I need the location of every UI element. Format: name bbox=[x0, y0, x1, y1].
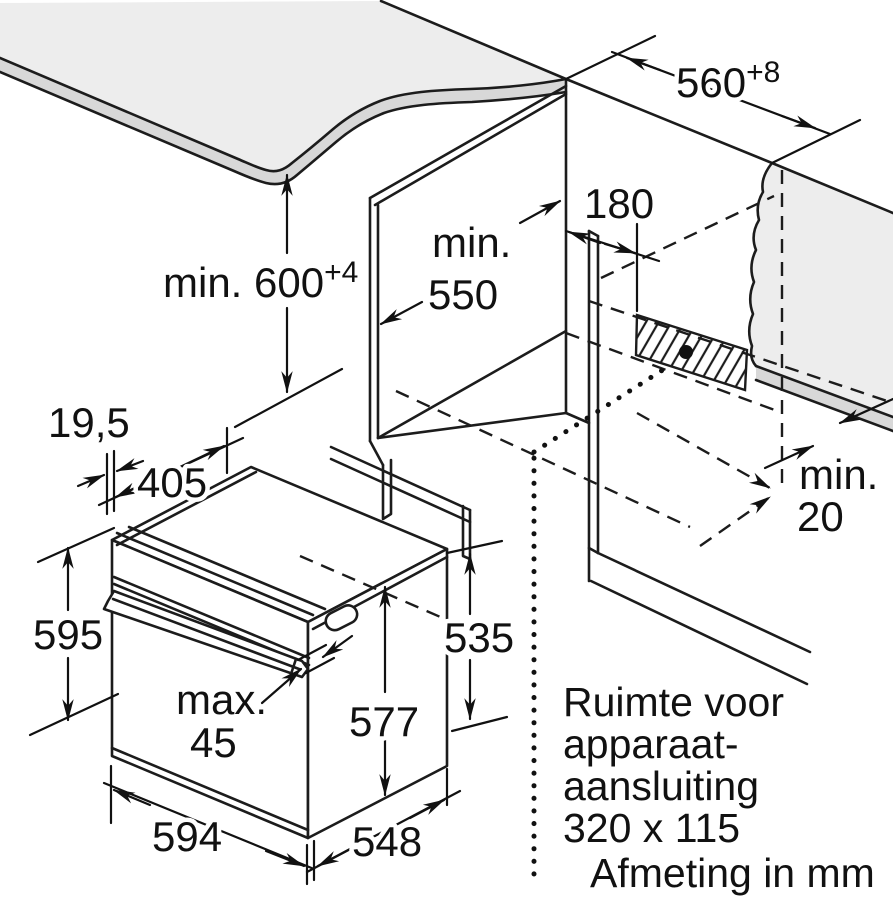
note-line-4: 320 x 115 bbox=[563, 805, 740, 851]
dimension-min20: min. 20 bbox=[763, 397, 893, 545]
dim-405-label: 405 bbox=[137, 459, 207, 506]
connection-point-dot bbox=[679, 345, 693, 359]
dimension-535: 535 bbox=[440, 539, 519, 733]
note-line-1: Ruimte voor bbox=[563, 679, 784, 725]
dim-min550-label-line2: 550 bbox=[428, 271, 498, 318]
hidden-edges bbox=[299, 170, 784, 624]
dimension-min600: min. 600+4 bbox=[159, 173, 363, 429]
oven bbox=[102, 465, 449, 840]
dim-560-label: 560+8 bbox=[676, 56, 780, 106]
countertop bbox=[0, 0, 568, 186]
dimension-180: 180 bbox=[564, 176, 661, 313]
dim-595-label: 595 bbox=[33, 611, 103, 658]
dim-19-5-label: 19,5 bbox=[48, 399, 130, 446]
dim-594-label: 594 bbox=[152, 813, 222, 860]
dimension-min550: min. 550 bbox=[379, 199, 562, 326]
note-line-3: aansluiting bbox=[563, 763, 759, 809]
dim-min20-label-line1: min. bbox=[799, 451, 878, 498]
countertop-top-surface bbox=[0, 1, 566, 172]
dim-180-label: 180 bbox=[584, 180, 654, 227]
dimension-max45: max. 45 bbox=[172, 634, 354, 771]
dimension-548: 548 bbox=[305, 767, 462, 874]
dim-535-label: 535 bbox=[444, 614, 514, 661]
dimension-577: 577 bbox=[345, 585, 424, 797]
connection-area bbox=[588, 299, 893, 405]
connection-note: Ruimte voor apparaat- aansluiting 320 x … bbox=[559, 675, 789, 856]
dim-577-label: 577 bbox=[349, 698, 419, 745]
dim-548-label: 548 bbox=[352, 818, 422, 865]
dimension-594: 594 bbox=[102, 764, 316, 886]
note-line-2: apparaat- bbox=[563, 721, 739, 767]
side-grip-hole bbox=[324, 604, 359, 632]
unit-note: Afmeting in mm bbox=[590, 850, 875, 896]
dimension-595: 595 bbox=[29, 526, 120, 737]
dim-min600-label: min. 600+4 bbox=[163, 256, 358, 306]
dimension-19-5: 19,5 bbox=[44, 395, 145, 516]
dim-min550-label-line1: min. bbox=[432, 219, 511, 266]
projection-dotted-line bbox=[531, 361, 675, 877]
niche-cabinet bbox=[329, 77, 812, 686]
dim-min20-label-line2: 20 bbox=[797, 493, 844, 540]
dim-max45-label-line1: max. bbox=[176, 676, 267, 723]
dimension-405: 405 bbox=[97, 426, 245, 511]
back-wall bbox=[747, 161, 893, 433]
dimension-560: 560+8 bbox=[564, 34, 862, 165]
dim-max45-label-line2: 45 bbox=[190, 719, 237, 766]
back-wall-surface bbox=[749, 163, 893, 417]
